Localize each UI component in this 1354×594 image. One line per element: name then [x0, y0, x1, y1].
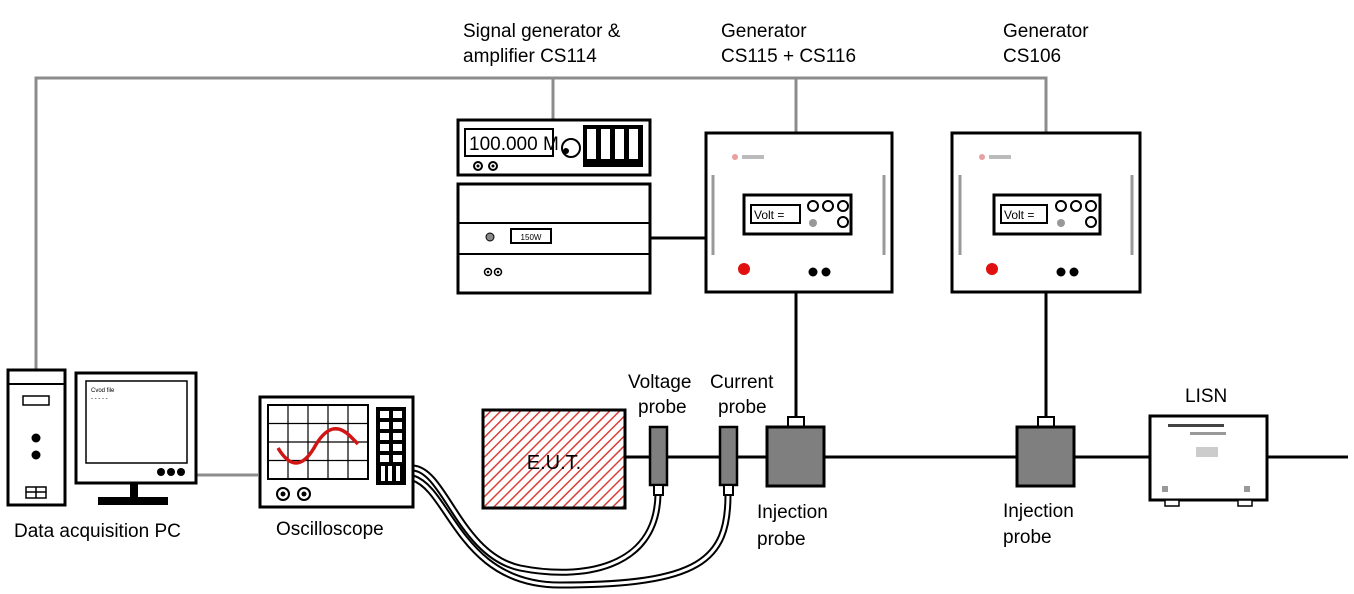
pc-screen-text-2: - - - - -: [91, 396, 108, 402]
sig-gen-label-1: Signal generator &: [463, 21, 621, 42]
voltage-probe: [648, 425, 669, 496]
lisn-box: [1148, 414, 1269, 507]
current-probe-label-1: Current: [710, 372, 774, 393]
lisn-label: LISN: [1185, 386, 1227, 407]
pc-label: Data acquisition PC: [14, 521, 181, 542]
amplifier: 150W: [456, 182, 652, 295]
gen115-label-1: Generator: [721, 21, 807, 42]
current-probe: [718, 425, 739, 496]
oscilloscope: [258, 395, 415, 509]
signal-generator: 100.000 M: [456, 118, 652, 177]
sig-gen-label-2: amplifier CS114: [463, 46, 597, 67]
injection-probe-1-label-1: Injection: [757, 502, 828, 523]
eut-label: E.U.T.: [527, 452, 581, 474]
gen106-label-1: Generator: [1003, 21, 1089, 42]
voltage-probe-label-2: probe: [638, 397, 687, 418]
generator-cs106: Volt =: [950, 131, 1142, 294]
injection-probe-1-label-2: probe: [757, 529, 806, 550]
voltage-probe-label-1: Voltage: [628, 372, 691, 393]
waveform-trace: [276, 426, 360, 465]
power-label: 150W: [521, 233, 542, 242]
control-bus-wires: [34, 76, 1048, 477]
gen106-label-2: CS106: [1003, 46, 1061, 67]
pc-tower: [6, 368, 67, 507]
oscilloscope-label: Oscilloscope: [276, 519, 384, 540]
frequency-display: [464, 128, 554, 157]
gen115-display-text: Volt =: [754, 208, 784, 222]
injection-probe-2: [1015, 416, 1076, 488]
gen106-display-text: Volt =: [1004, 208, 1034, 222]
current-probe-label-2: probe: [718, 397, 767, 418]
pc-monitor: Cvod file - - - - -: [74, 371, 198, 505]
frequency-display-text: 100.000 M: [469, 134, 559, 155]
indicator-light-icon: [986, 263, 998, 275]
gen115-label-2: CS115 + CS116: [721, 46, 856, 67]
tuning-knob-icon: [561, 138, 581, 158]
labels: Signal generator & amplifier CS114 Gener…: [14, 21, 1227, 550]
indicator-light-icon: [738, 263, 750, 275]
generator-cs115-cs116: Volt =: [704, 131, 894, 294]
eut-box: E.U.T.: [481, 408, 627, 510]
injection-probe-1: [765, 416, 826, 488]
injection-probe-2-label-2: probe: [1003, 527, 1052, 548]
injection-probe-2-label-1: Injection: [1003, 501, 1074, 522]
probe-cables: [411, 464, 732, 589]
pc-screen-text-1: Cvod file: [91, 388, 115, 394]
